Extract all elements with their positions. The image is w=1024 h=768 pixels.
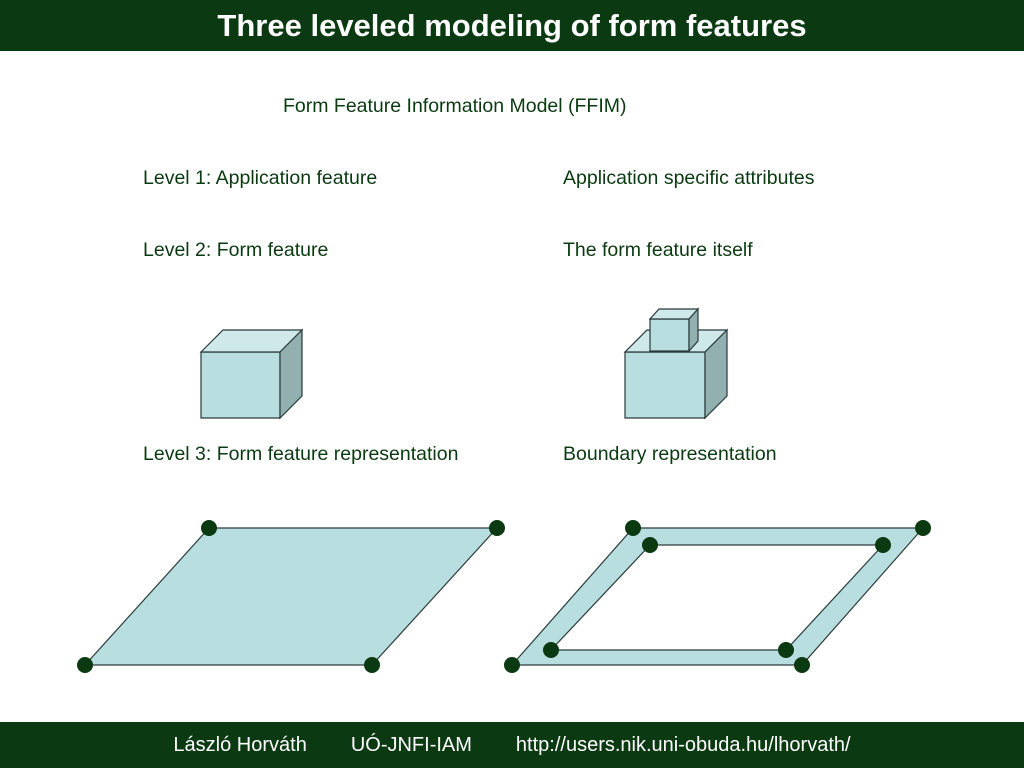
face-fill — [83, 527, 499, 666]
face-representation — [77, 520, 505, 673]
base-front-face — [624, 351, 706, 419]
level-1-description: Application specific attributes — [563, 167, 815, 189]
boundary-representation — [504, 520, 931, 673]
level-3-description: Boundary representation — [563, 443, 777, 465]
footer-bar: László Horváth UÓ-JNFI-IAM http://users.… — [0, 722, 1024, 768]
footer-url[interactable]: http://users.nik.uni-obuda.hu/lhorvath/ — [515, 733, 851, 756]
vertex-dot — [543, 642, 559, 658]
level-2-heading: Level 2: Form feature — [143, 239, 328, 262]
slide-subtitle: Form Feature Information Model (FFIM) — [283, 95, 627, 117]
level-2-description: The form feature itself — [563, 239, 753, 261]
title-bar: Three leveled modeling of form features — [0, 0, 1024, 51]
vertex-dot — [364, 657, 380, 673]
vertex-dot — [915, 520, 931, 536]
vertex-dot — [625, 520, 641, 536]
level-1-label: Level 1: — [143, 167, 212, 189]
vertex-dot — [794, 657, 810, 673]
footer-institution: UÓ-JNFI-IAM — [350, 733, 472, 756]
level-1-heading: Level 1: Application feature — [143, 167, 377, 190]
vertex-dot — [642, 537, 658, 553]
footer-author: László Horváth — [173, 733, 307, 756]
boss-side-face — [688, 307, 699, 353]
boss-front-face — [649, 318, 690, 352]
cube-side-face — [279, 328, 303, 420]
vertex-dot — [504, 657, 520, 673]
level-2-label: Level 2 — [143, 239, 206, 261]
level-1-name: Application feature — [211, 167, 378, 189]
vertex-dot — [77, 657, 93, 673]
level-3-label: Level 3 — [143, 443, 206, 465]
base-side-face — [704, 328, 728, 420]
vertex-dot — [201, 520, 217, 536]
cube-front-face — [200, 351, 281, 419]
slide-title: Three leveled modeling of form features — [217, 7, 807, 43]
level-3-heading: Level 3: Form feature representation — [143, 443, 458, 466]
form-feature-cube — [199, 328, 304, 420]
level-3-name: : Form feature representation — [205, 443, 459, 465]
boss-on-cube — [623, 307, 729, 420]
vertex-dot — [489, 520, 505, 536]
vertex-dot — [778, 642, 794, 658]
level-2-name: : Form feature — [205, 239, 329, 261]
vertex-dot — [875, 537, 891, 553]
boundary-ring — [510, 527, 925, 666]
